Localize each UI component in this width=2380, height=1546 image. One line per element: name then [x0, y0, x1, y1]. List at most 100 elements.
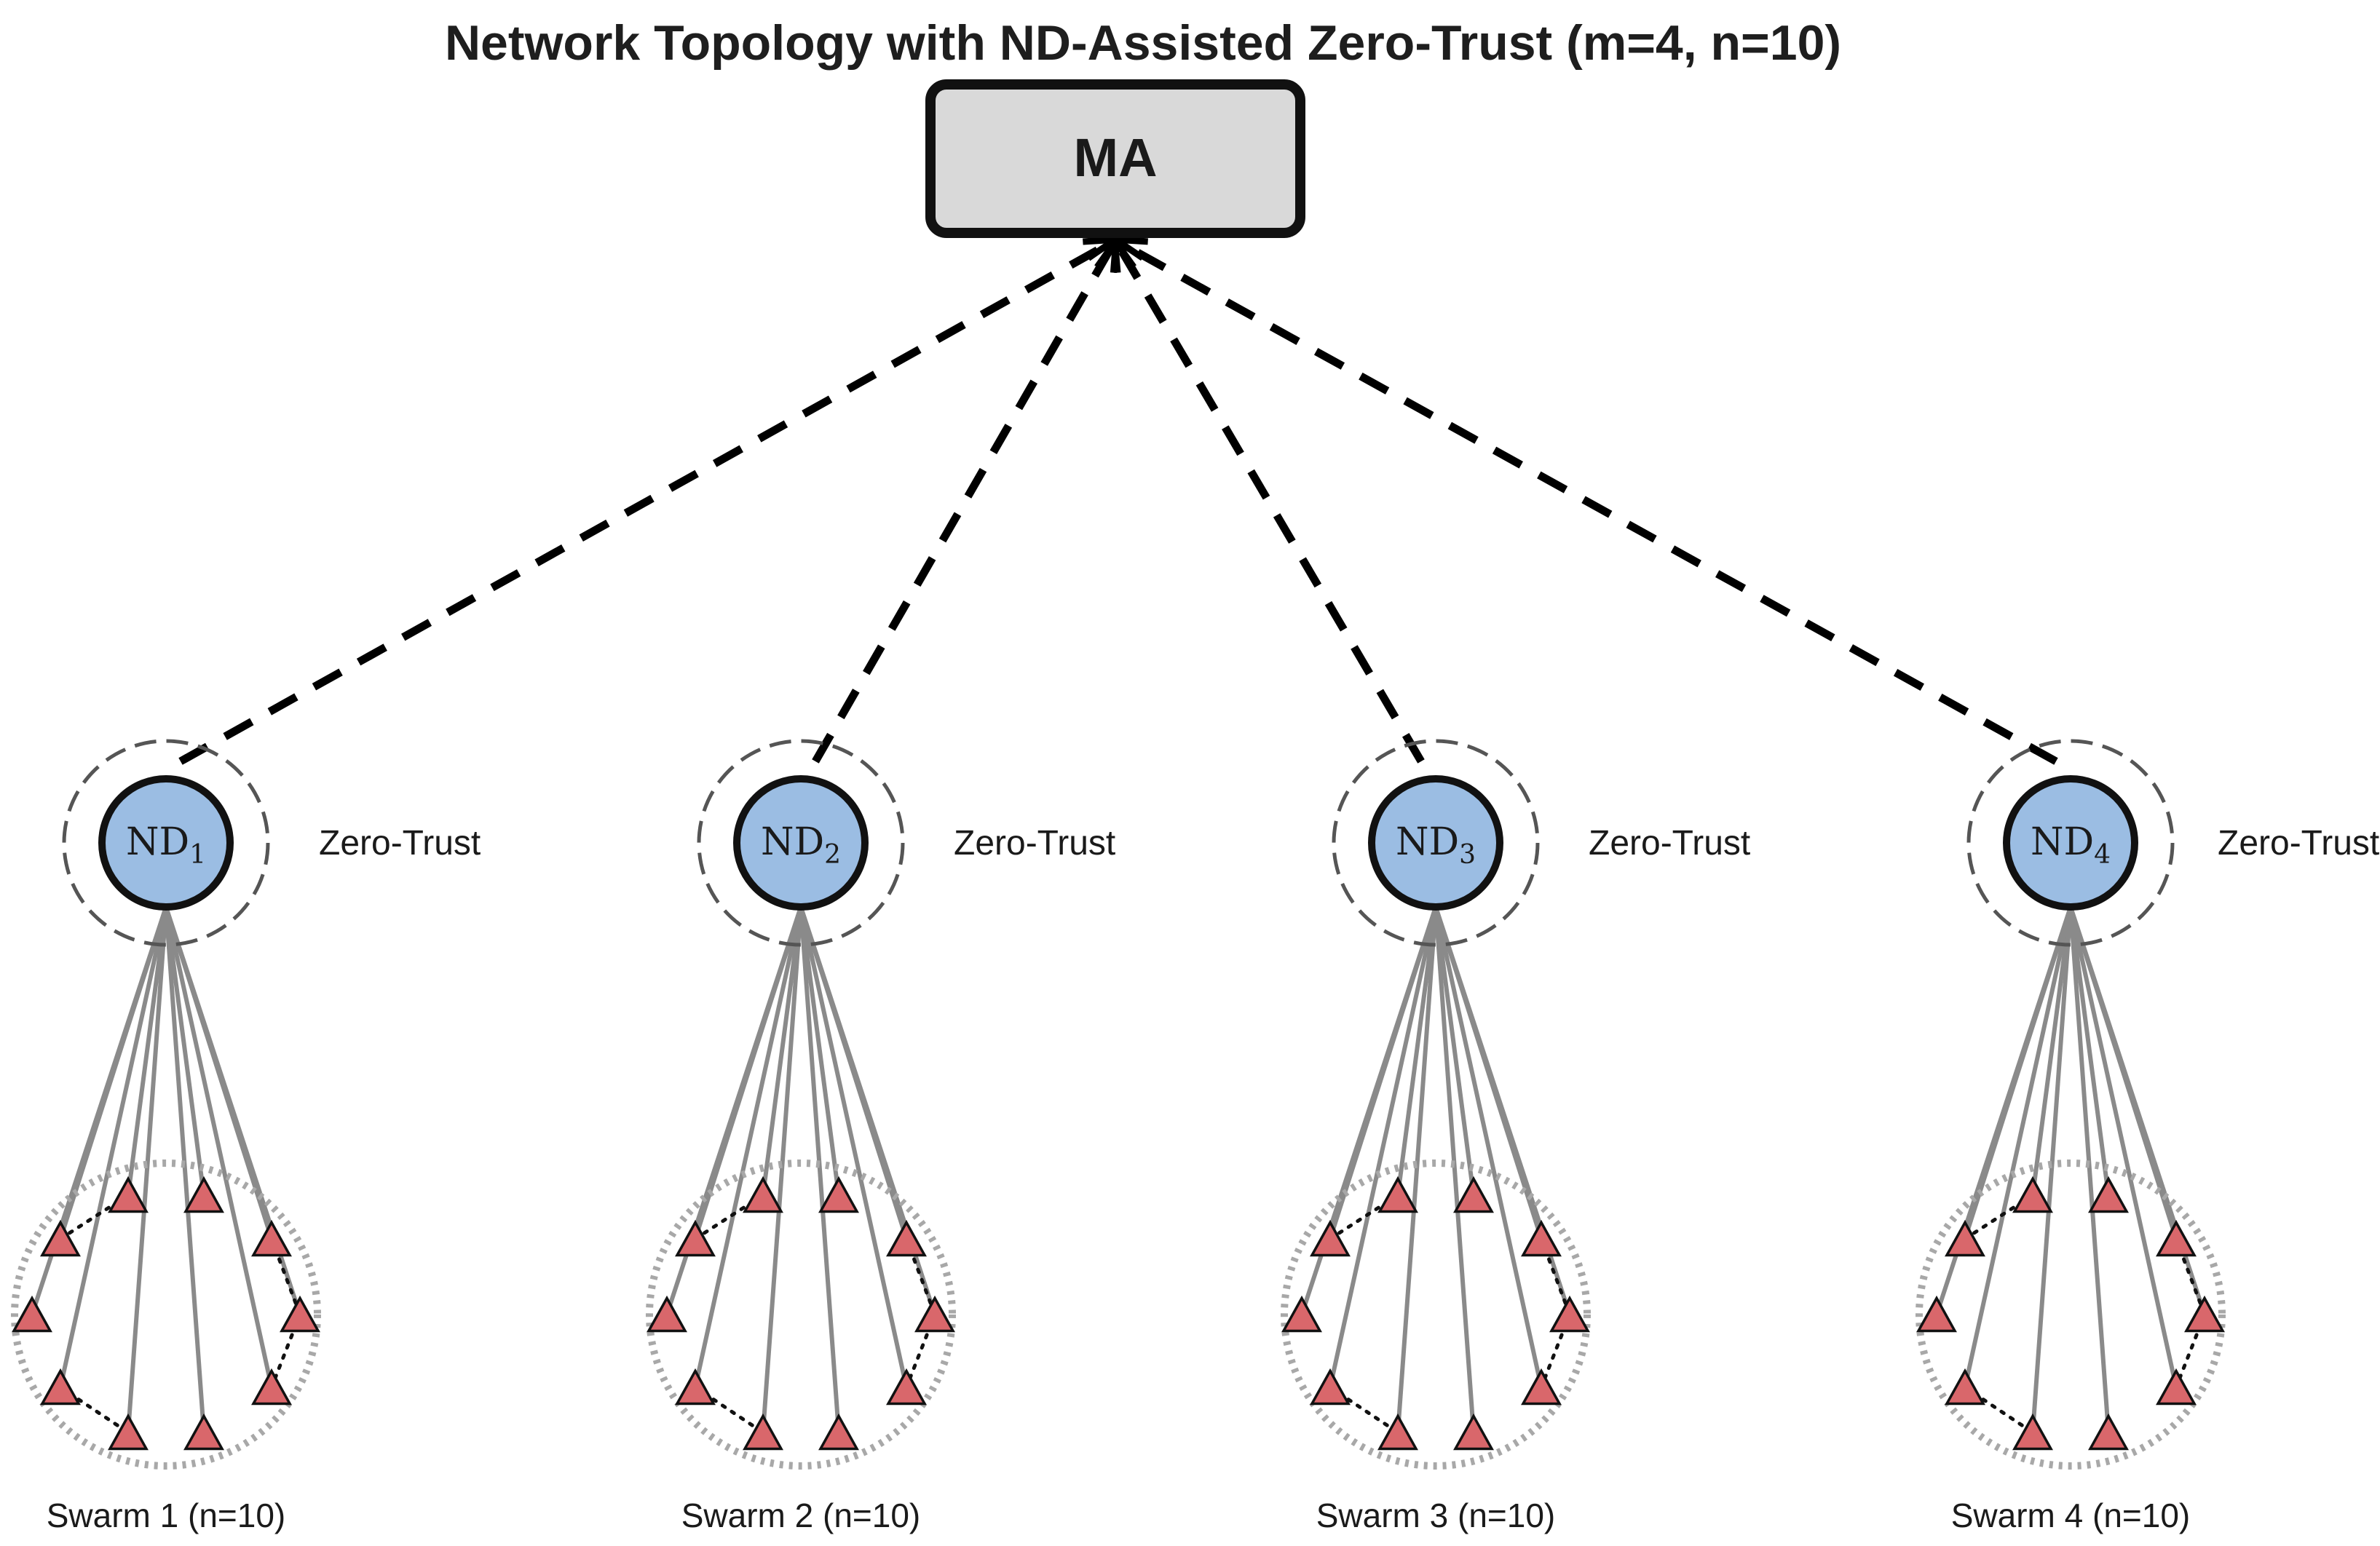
nd-base-text: ND: [761, 820, 824, 864]
cluster-2: ND2 Zero-Trust Swarm 2 (n=10): [646, 739, 1115, 1534]
swarm-label: Swarm 4 (n=10): [1951, 1497, 2191, 1534]
swarm-boundary: [646, 1160, 956, 1470]
drone-link: [761, 906, 803, 1196]
uplink-3: [1115, 240, 1425, 764]
drone-node: [1916, 1295, 1957, 1333]
cluster-4: ND4 Zero-Trust Swarm 4 (n=10): [1916, 739, 2379, 1534]
manager-node: MA: [925, 79, 1305, 238]
neighbor-device-node: [2003, 775, 2138, 911]
drone-node: [1945, 1219, 1985, 1257]
drone-node: [251, 1219, 292, 1257]
drone-link: [1434, 906, 1543, 1388]
zero-trust-label: Zero-Trust: [954, 824, 1115, 863]
drone-node: [1377, 1176, 1418, 1213]
drone-link: [1328, 906, 1438, 1388]
uplink-2: [812, 240, 1115, 764]
drone-link: [164, 906, 274, 1388]
cluster-group: ND1 Zero-Trust Swarm 1 (n=10) ND2 Zero-T…: [11, 739, 2379, 1534]
drone-link: [1963, 906, 2073, 1388]
drone-link: [799, 906, 841, 1196]
drone-node: [647, 1295, 687, 1333]
drone-node: [183, 1413, 224, 1451]
drone-node: [743, 1176, 783, 1213]
drone-node: [886, 1368, 927, 1406]
neighbor-device-label: ND1: [126, 820, 206, 870]
nd-subscript: 1: [189, 840, 206, 870]
drone-node: [280, 1295, 320, 1333]
drone-node: [886, 1219, 927, 1257]
nd-base-text: ND: [126, 820, 189, 864]
zero-trust-label: Zero-Trust: [319, 824, 481, 863]
drone-node: [675, 1368, 716, 1406]
neighbor-device-node: [1368, 775, 1503, 911]
cluster-1: ND1 Zero-Trust Swarm 1 (n=10): [11, 739, 481, 1534]
swarm-links: [30, 906, 302, 1433]
uplink-group: [178, 240, 2058, 765]
neighbor-device-label: ND3: [1396, 820, 1476, 870]
drone-group: [1281, 1176, 1590, 1451]
drone-node: [40, 1368, 81, 1406]
drone-node: [743, 1413, 783, 1451]
drone-link: [1396, 906, 1438, 1196]
drone-node: [1549, 1295, 1590, 1333]
drone-node: [40, 1219, 81, 1257]
drone-node: [1310, 1368, 1351, 1406]
manager-label: MA: [1073, 127, 1157, 188]
drone-node: [2088, 1176, 2129, 1213]
uplink-4: [1115, 240, 2058, 765]
drone-node: [2012, 1176, 2053, 1213]
zero-trust-ring: [62, 739, 270, 947]
drone-link: [126, 906, 168, 1196]
drone-link: [58, 906, 168, 1388]
drone-link: [2031, 906, 2073, 1196]
drone-node: [1281, 1295, 1322, 1333]
zero-trust-ring: [1966, 739, 2175, 947]
drone-node: [1453, 1413, 1494, 1451]
drone-link: [1434, 906, 1476, 1196]
neighbor-device-node: [733, 775, 869, 911]
zero-trust-label: Zero-Trust: [2218, 824, 2379, 863]
nd-subscript: 4: [2094, 840, 2111, 870]
drone-link: [1396, 906, 1438, 1433]
drone-node: [1521, 1368, 1562, 1406]
swarm-boundary: [1916, 1160, 2226, 1470]
drone-node: [12, 1295, 52, 1333]
swarm-label: Swarm 1 (n=10): [47, 1497, 286, 1534]
drone-node: [2156, 1219, 2197, 1257]
drone-node: [675, 1219, 716, 1257]
drone-node: [2012, 1413, 2053, 1451]
drone-link: [2068, 906, 2111, 1433]
manager-box: [925, 79, 1305, 238]
drone-node: [1377, 1413, 1418, 1451]
swarm-boundary: [11, 1160, 321, 1470]
drone-group: [647, 1176, 955, 1451]
drone-node: [1521, 1219, 1562, 1257]
swarm-links: [665, 906, 937, 1433]
drone-node: [1310, 1219, 1351, 1257]
swarm-links: [1300, 906, 1572, 1433]
nd-subscript: 3: [1459, 840, 1476, 870]
drone-link: [799, 906, 909, 1388]
drone-node: [914, 1295, 955, 1333]
nd-base-text: ND: [2031, 820, 2094, 864]
neighbor-device-label: ND2: [761, 820, 841, 870]
neighbor-device-node: [98, 775, 234, 911]
drone-link: [2031, 906, 2073, 1433]
drone-link: [164, 906, 206, 1196]
zero-trust-ring: [697, 739, 905, 947]
swarm-label: Swarm 3 (n=10): [1316, 1497, 1556, 1534]
drone-node: [818, 1176, 859, 1213]
drone-node: [251, 1368, 292, 1406]
drone-node: [2156, 1368, 2197, 1406]
drone-link: [761, 906, 803, 1433]
drone-link: [1434, 906, 1476, 1433]
drone-group: [1916, 1176, 2225, 1451]
drone-node: [1453, 1176, 1494, 1213]
neighbor-device-label: ND4: [2031, 820, 2111, 870]
drone-node: [108, 1413, 149, 1451]
drone-node: [2184, 1295, 2225, 1333]
drone-node: [2088, 1413, 2129, 1451]
drone-node: [1945, 1368, 1985, 1406]
drone-link: [126, 906, 168, 1433]
